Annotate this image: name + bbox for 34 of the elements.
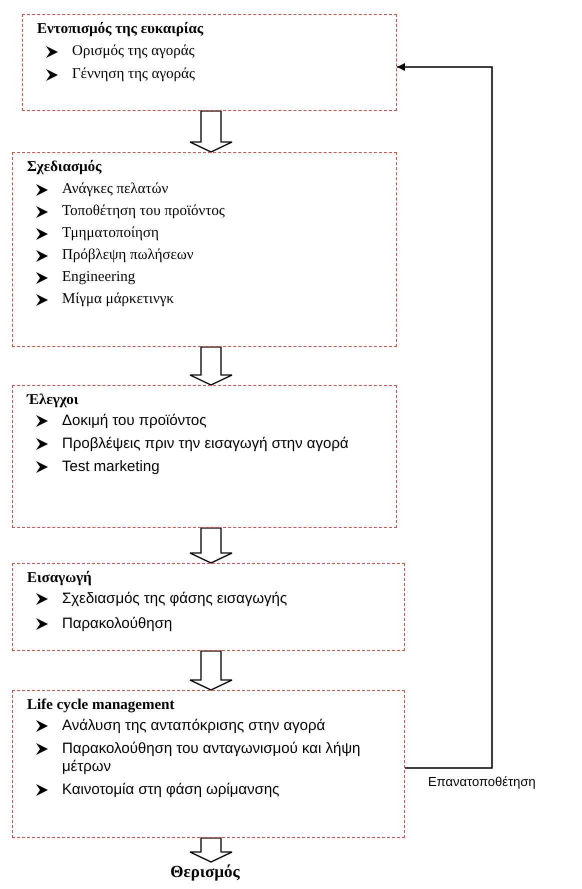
list-item: Ανάλυση της ανταπόκρισης στην αγορά xyxy=(62,717,326,735)
stage-box xyxy=(12,690,405,838)
stage-heading: Σχεδιασμός xyxy=(27,159,102,176)
stage-box xyxy=(22,14,397,111)
stage-box xyxy=(12,563,405,651)
end-stage-label: Θερισμός xyxy=(150,862,260,886)
list-item: Μίγμα μάρκετινγκ xyxy=(62,291,174,308)
stage-heading: Life cycle management xyxy=(27,697,174,714)
block-arrow xyxy=(189,346,233,386)
list-item: Ορισμός της αγοράς xyxy=(72,43,195,60)
block-arrow xyxy=(189,650,233,691)
edge-label: Επανατοποθέτηση xyxy=(428,774,536,789)
stage-heading: Εισαγωγή xyxy=(27,570,92,587)
list-item: Test marketing xyxy=(62,458,160,476)
block-arrow xyxy=(189,110,233,153)
block-arrow xyxy=(189,527,233,564)
list-item: Καινοτομία στη φάση ωρίμανσης xyxy=(62,781,280,799)
list-item: Σχεδιασμός της φάσης εισαγωγής xyxy=(62,590,288,608)
list-item: Πρόβλεψη πωλήσεων xyxy=(62,247,194,264)
stage-heading: Έλεγχοι xyxy=(27,392,78,409)
list-item: Προβλέψεις πριν την εισαγωγή στην αγορά xyxy=(62,435,349,453)
list-item: Παρακολούθηση του ανταγωνισμού και λήψη μέτρων xyxy=(62,740,362,776)
stage-box xyxy=(12,152,397,347)
list-item: Παρακολούθηση xyxy=(62,615,172,633)
stage-box xyxy=(12,385,397,528)
list-item: Γέννηση της αγοράς xyxy=(72,66,195,83)
list-item: Τμηματοποίηση xyxy=(62,225,159,242)
list-item: Τοποθέτηση του προϊόντος xyxy=(62,203,225,220)
feedback-arrow xyxy=(397,63,493,769)
list-item: Δοκιμή του προϊόντος xyxy=(62,412,206,430)
stage-heading: Εντοπισμός της ευκαιρίας xyxy=(37,21,204,38)
list-item: Engineering xyxy=(62,269,136,286)
list-item: Ανάγκες πελατών xyxy=(62,181,168,198)
block-arrow xyxy=(189,837,233,863)
